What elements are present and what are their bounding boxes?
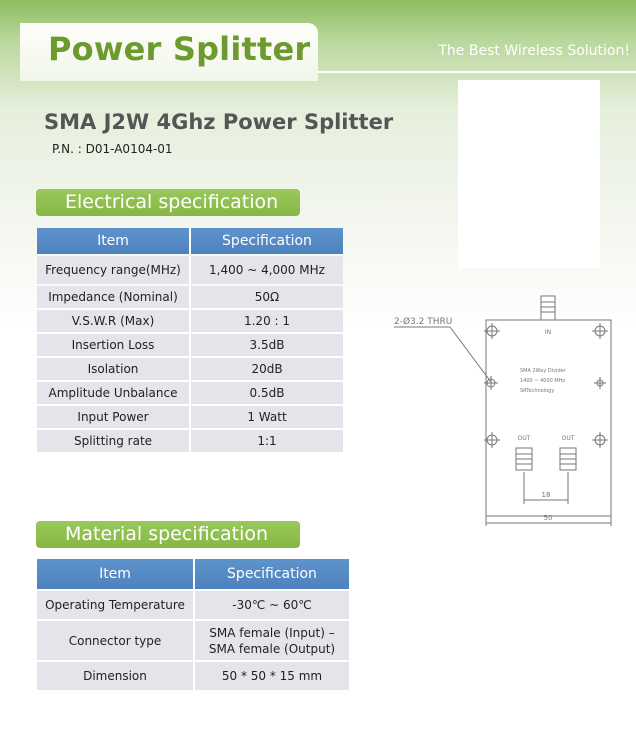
electrical-spec-table: Item Specification Frequency range(MHz)1… bbox=[37, 226, 343, 454]
specification-cell: 1:1 bbox=[189, 430, 343, 452]
specification-cell: 0.5dB bbox=[189, 382, 343, 404]
dimension-width-label: 50 bbox=[544, 514, 553, 522]
tagline: The Best Wireless Solution! bbox=[438, 43, 630, 59]
specification-cell: 50Ω bbox=[189, 286, 343, 308]
specification-cell: 20dB bbox=[189, 358, 343, 380]
table-row: Impedance (Nominal)50Ω bbox=[37, 286, 343, 308]
product-title: SMA J2W 4Ghz Power Splitter bbox=[44, 110, 394, 134]
splitter-body-outline bbox=[485, 319, 612, 517]
item-cell: Splitting rate bbox=[37, 430, 189, 452]
out-label-left: OUT bbox=[518, 435, 531, 442]
input-connector bbox=[540, 295, 556, 321]
item-cell: Input Power bbox=[37, 406, 189, 428]
specification-cell: 1,400 ~ 4,000 MHz bbox=[189, 256, 343, 284]
specification-cell: -30℃ ~ 60℃ bbox=[193, 591, 349, 619]
item-cell: Operating Temperature bbox=[37, 591, 193, 619]
column-header: Specification bbox=[189, 228, 343, 254]
material-section-heading: Material specification bbox=[36, 521, 300, 548]
hole-note: 2-Ø3.2 THRU bbox=[394, 316, 452, 327]
body-text-line1: SMA 2Way Divider bbox=[520, 368, 567, 374]
item-cell: V.S.W.R (Max) bbox=[37, 310, 189, 332]
mount-hole-left bbox=[484, 376, 498, 390]
specification-cell: SMA female (Input) – SMA female (Output) bbox=[193, 621, 349, 660]
specification-cell: 1 Watt bbox=[189, 406, 343, 428]
body-text-line2: 1400 ~ 4000 MHz bbox=[520, 378, 565, 384]
item-cell: Frequency range(MHz) bbox=[37, 256, 189, 284]
part-number: P.N. : D01-A0104-01 bbox=[52, 142, 173, 156]
table-row: Operating Temperature-30℃ ~ 60℃ bbox=[37, 591, 349, 619]
column-header: Item bbox=[37, 559, 193, 589]
specification-cell: 50 * 50 * 15 mm bbox=[193, 662, 349, 690]
specification-cell: 1.20 : 1 bbox=[189, 310, 343, 332]
output-connector-left bbox=[515, 447, 533, 471]
mount-hole-bottom-left bbox=[484, 432, 500, 448]
body-text-line3: SRTechnology bbox=[520, 388, 554, 394]
header-divider bbox=[318, 71, 636, 73]
item-cell: Isolation bbox=[37, 358, 189, 380]
mount-hole-top-right bbox=[592, 323, 608, 339]
item-cell: Dimension bbox=[37, 662, 193, 690]
column-header: Item bbox=[37, 228, 189, 254]
mount-hole-bottom-right bbox=[592, 432, 608, 448]
item-cell: Insertion Loss bbox=[37, 334, 189, 356]
column-header: Specification bbox=[193, 559, 349, 589]
item-cell: Connector type bbox=[37, 621, 193, 660]
material-spec-table: Item Specification Operating Temperature… bbox=[37, 557, 349, 692]
electrical-section-heading: Electrical specification bbox=[36, 189, 300, 216]
mount-hole-top-left bbox=[484, 323, 500, 339]
in-label: IN bbox=[545, 329, 551, 336]
title-tab bbox=[20, 23, 318, 81]
technical-drawing: 2-Ø3.2 THRU IN SMA 2Way Divider 1400 ~ 4… bbox=[394, 295, 612, 526]
product-photo-panel bbox=[458, 80, 600, 268]
mount-hole-right bbox=[594, 377, 606, 389]
hole-leader-line bbox=[449, 326, 492, 383]
item-cell: Impedance (Nominal) bbox=[37, 286, 189, 308]
page-title: Power Splitter bbox=[48, 30, 311, 68]
dimension-spacing-label: 18 bbox=[542, 491, 551, 499]
output-connector-right bbox=[559, 447, 577, 471]
table-row: V.S.W.R (Max)1.20 : 1 bbox=[37, 310, 343, 332]
table-row: Frequency range(MHz)1,400 ~ 4,000 MHz bbox=[37, 256, 343, 284]
out-label-right: OUT bbox=[562, 435, 575, 442]
specification-cell: 3.5dB bbox=[189, 334, 343, 356]
item-cell: Amplitude Unbalance bbox=[37, 382, 189, 404]
